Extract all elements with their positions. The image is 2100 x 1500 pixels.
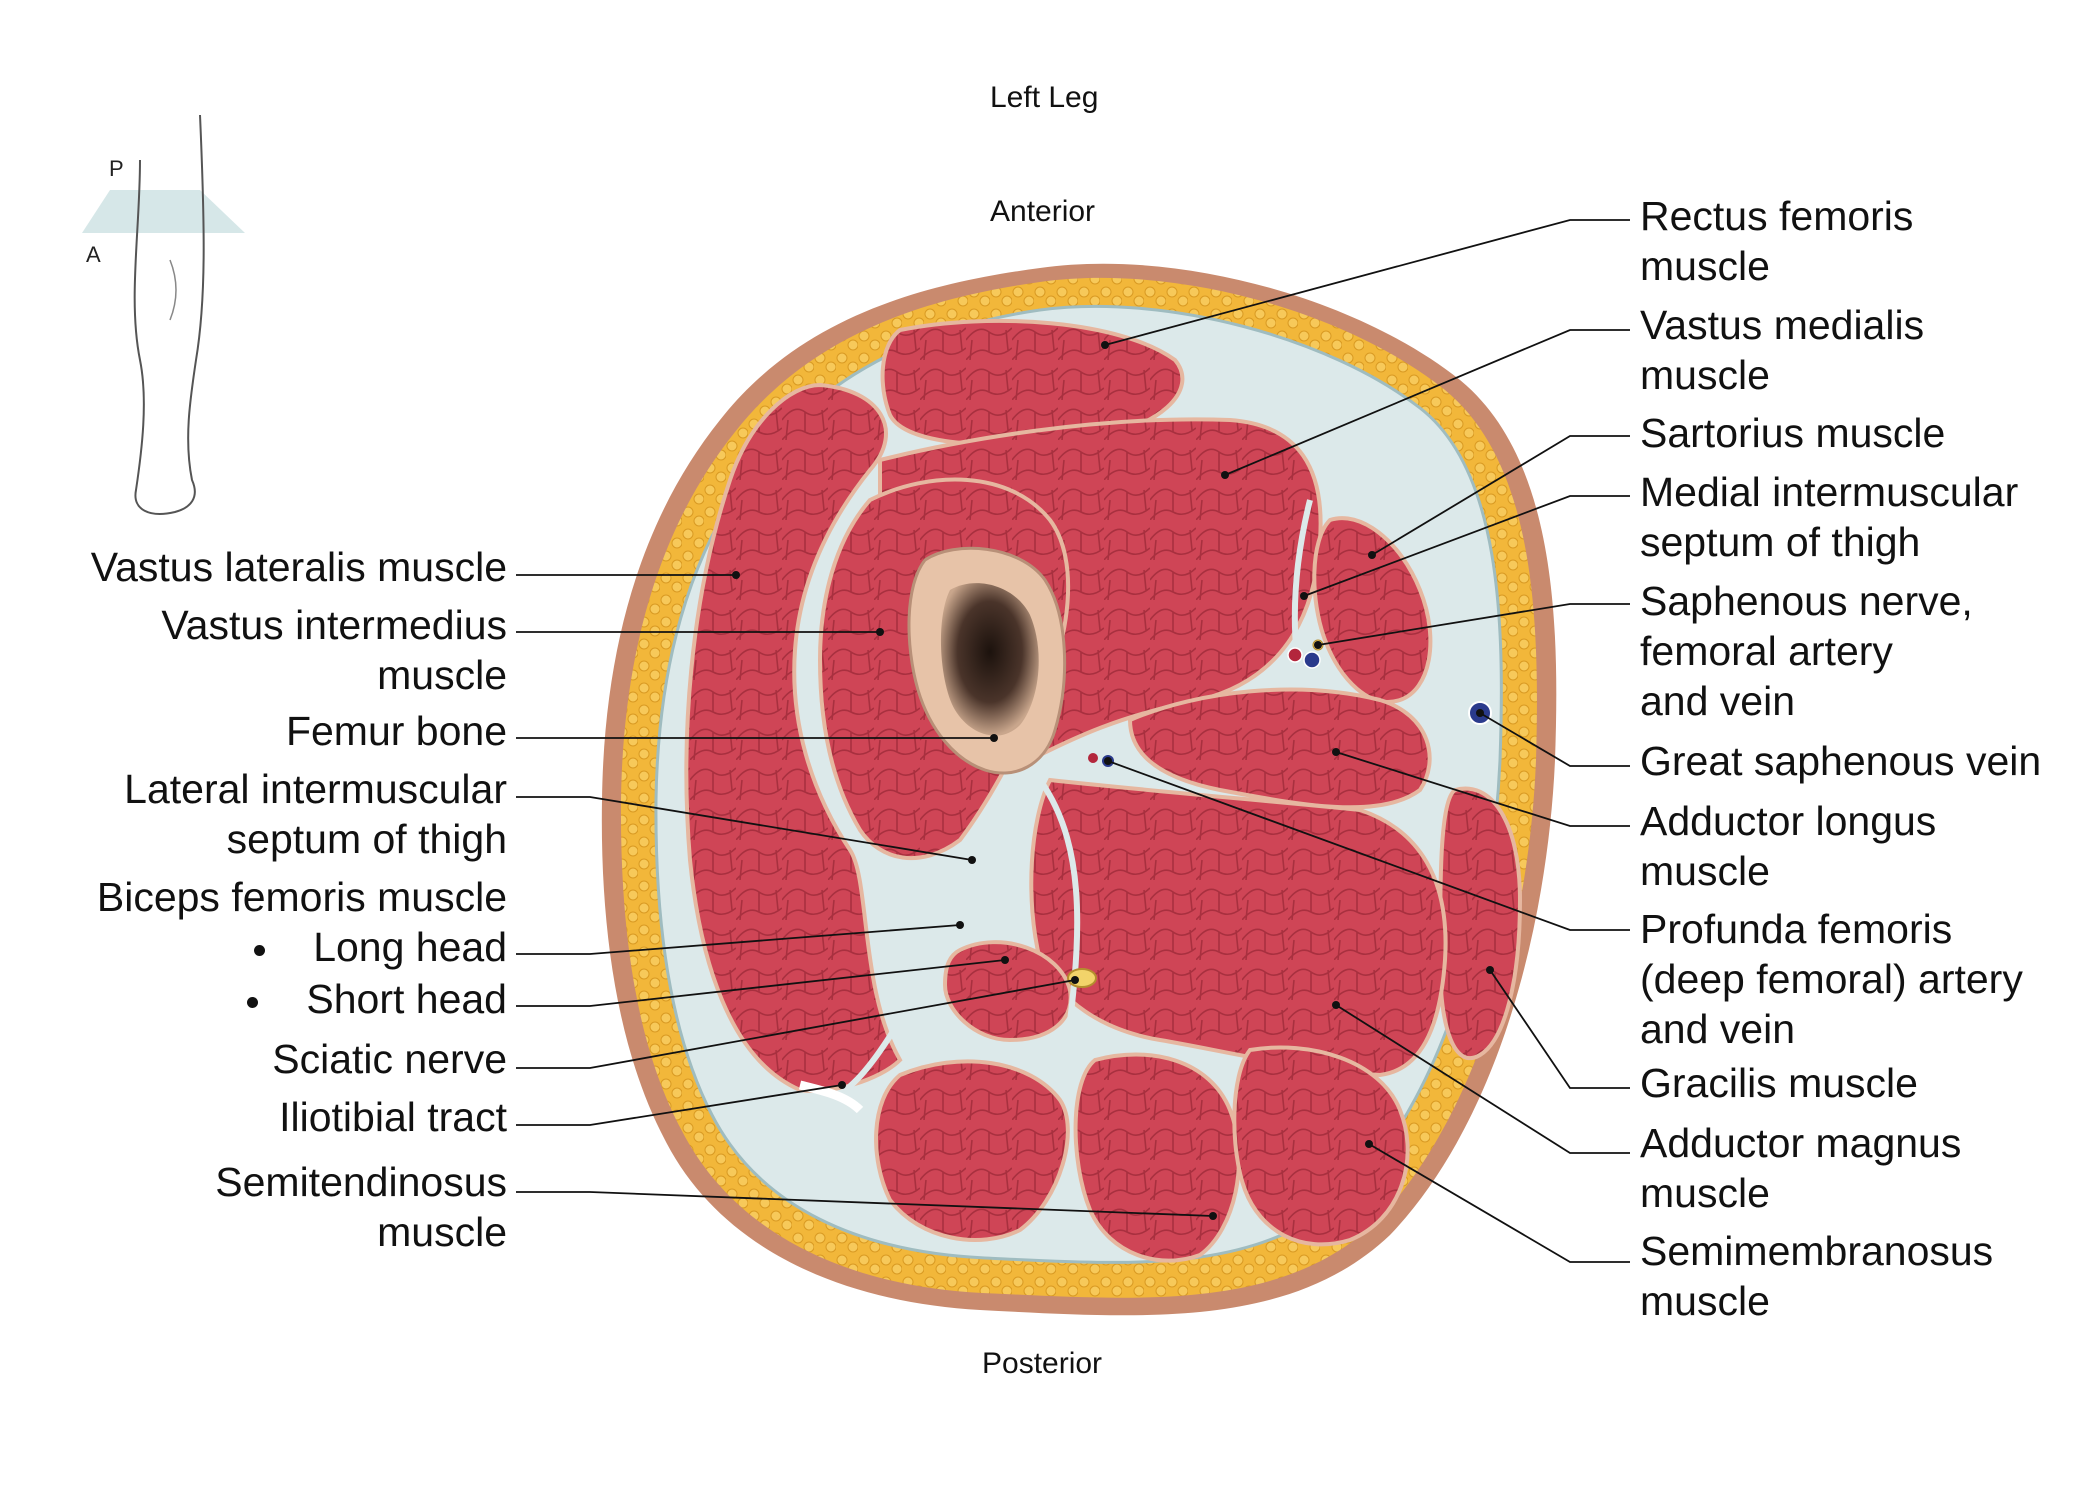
label-medial-intermuscular-septum: Medial intermuscular septum of thigh <box>1640 469 2019 565</box>
leader-lines-left <box>516 574 1214 1217</box>
label-biceps-femoris: Biceps femoris muscle <box>96 874 507 920</box>
sartorius-muscle <box>1312 516 1433 704</box>
leader-medial-septum <box>1303 495 1630 597</box>
leader-semimembranosus <box>1368 1143 1630 1263</box>
label-gracilis: Gracilis muscle <box>1640 1060 1918 1106</box>
femoral-vein <box>1303 651 1321 669</box>
leader-saphenous-nerve <box>1317 603 1630 646</box>
gracilis-muscle <box>1437 786 1523 1061</box>
femur-bone <box>907 546 1067 775</box>
leader-dots-left <box>732 571 1217 1220</box>
label-biceps-short-head: Short head <box>247 974 507 1024</box>
label-adductor-longus: Adductor longus muscle <box>1640 798 1937 894</box>
leader-dots-right <box>1101 341 1494 1148</box>
semitendinosus-muscle <box>1073 1052 1241 1263</box>
leader-gracilis <box>1489 969 1630 1089</box>
iliotibial-tract <box>798 1080 864 1114</box>
inset-posterior-label: P <box>109 156 124 181</box>
leader-lines-right <box>1104 219 1630 1263</box>
leader-long-head <box>516 924 961 955</box>
leader-sciatic <box>516 979 1076 1069</box>
adductor-longus-muscle <box>1127 687 1432 810</box>
label-profunda-femoris: Profunda femoris (deep femoral) artery a… <box>1640 906 2023 1052</box>
lateral-intermuscular-septum <box>828 773 1033 1103</box>
leg-inset <box>82 114 245 515</box>
label-adductor-magnus: Adductor magnus muscle <box>1640 1120 1962 1216</box>
label-saphenous-nerve-femoral-vessels: Saphenous nerve, femoral artery and vein <box>1640 578 1973 724</box>
femoral-artery <box>1287 647 1303 663</box>
posterior-label: Posterior <box>982 1347 1103 1380</box>
label-sartorius: Sartorius muscle <box>1640 410 1946 456</box>
label-great-saphenous-vein: Great saphenous vein <box>1640 738 2042 784</box>
leader-iliotibial <box>516 1084 843 1126</box>
leader-adductor-magnus <box>1335 1004 1630 1154</box>
leader-profunda <box>1107 760 1630 931</box>
label-lateral-intermuscular-septum: Lateral intermuscular septum of thigh <box>124 766 507 862</box>
semimembranosus-muscle <box>1232 1045 1410 1247</box>
label-semitendinosus: Semitendinosus muscle <box>215 1159 507 1255</box>
label-vastus-intermedius: Vastus intermedius muscle <box>161 602 507 698</box>
leader-semitendinosus <box>516 1191 1214 1217</box>
label-semimembranosus: Semimembranosus muscle <box>1640 1228 1994 1324</box>
diagram-title: Left Leg <box>990 81 1099 114</box>
cut-plane <box>82 190 245 233</box>
leader-short-head <box>516 959 1006 1007</box>
label-biceps-long-head: Long head <box>254 922 507 972</box>
anterior-label: Anterior <box>990 195 1096 228</box>
profunda-artery <box>1088 753 1098 763</box>
bullet-icon <box>247 996 259 1008</box>
label-vastus-lateralis: Vastus lateralis muscle <box>90 544 507 590</box>
posterior-septum <box>1037 778 1081 1061</box>
leader-adductor-longus <box>1335 751 1630 827</box>
femur-marrow <box>940 583 1039 736</box>
label-rectus-femoris: Rectus femoris muscle <box>1640 193 1914 289</box>
leader-rectus-femoris <box>1104 219 1630 346</box>
muscles <box>684 318 1523 1263</box>
label-femur-bone: Femur bone <box>285 708 507 754</box>
biceps-femoris-short-head <box>942 940 1073 1043</box>
leader-lateral-septum <box>516 796 973 861</box>
inset-anterior-label: A <box>86 242 101 267</box>
leader-sartorius <box>1371 435 1630 556</box>
leg-outline-icon <box>133 114 205 515</box>
bullet-icon <box>254 944 266 956</box>
leader-great-saphenous <box>1479 712 1630 767</box>
leader-vastus-medialis <box>1224 329 1630 476</box>
label-iliotibial-tract: Iliotibial tract <box>279 1094 507 1140</box>
biceps-femoris-long-head <box>874 1059 1070 1242</box>
label-vastus-medialis: Vastus medialis muscle <box>1640 302 1925 398</box>
label-sciatic-nerve: Sciatic nerve <box>272 1036 507 1082</box>
